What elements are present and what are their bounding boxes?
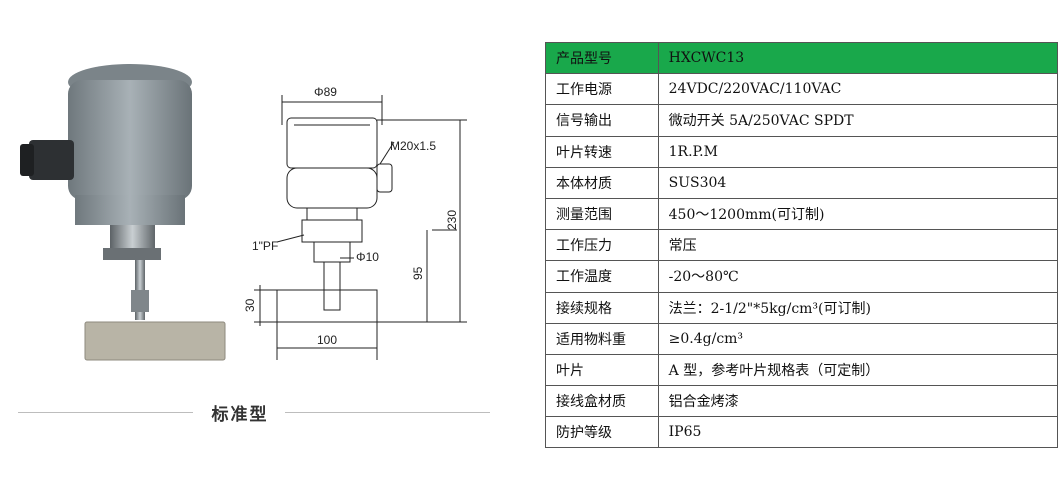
caption-divider-right xyxy=(285,412,490,413)
spec-key: 工作电源 xyxy=(545,73,659,106)
spec-row-speed: 叶片转速 1R.P.M xyxy=(545,135,1058,168)
spec-row-material: 本体材质 SUS304 xyxy=(545,166,1058,199)
spec-key: 测量范围 xyxy=(545,197,659,231)
product-illustration: Φ89 M20x1.5 230 1"PF Φ10 95 30 100 标准型 xyxy=(0,0,520,491)
caption-label: 标准型 xyxy=(211,405,269,425)
dim-height-label: 230 xyxy=(445,210,459,230)
spec-value: 铝合金烤漆 xyxy=(657,385,1058,418)
spec-value: 1R.P.M xyxy=(657,135,1058,168)
spec-row-connection: 接续规格 法兰：2-1/2"*5kg/cm³(可订制) xyxy=(545,291,1058,324)
dim-thread-label: M20x1.5 xyxy=(390,139,436,153)
spec-value: A 型，参考叶片规格表（可定制） xyxy=(657,353,1058,387)
spec-row-density: 适用物料重 ≥0.4g/cm³ xyxy=(545,322,1058,355)
dim-30-label: 30 xyxy=(243,298,257,312)
spec-value: ≥0.4g/cm³ xyxy=(657,322,1058,355)
spec-row-box-material: 接线盒材质 铝合金烤漆 xyxy=(545,385,1058,418)
spec-row-protection: 防护等级 IP65 xyxy=(545,416,1058,449)
spec-key: 叶片转速 xyxy=(545,135,659,168)
spec-value: SUS304 xyxy=(657,166,1058,199)
spec-value: 法兰：2-1/2"*5kg/cm³(可订制) xyxy=(657,291,1058,324)
spec-row-power: 工作电源 24VDC/220VAC/110VAC xyxy=(545,73,1058,106)
spec-key: 本体材质 xyxy=(545,166,659,199)
spec-value: 24VDC/220VAC/110VAC xyxy=(657,73,1058,106)
spec-key: 信号输出 xyxy=(545,104,659,137)
spec-key: 工作压力 xyxy=(545,229,659,262)
spec-key: 工作温度 xyxy=(545,260,659,293)
spec-key: 产品型号 xyxy=(545,41,659,75)
spec-value: HXCWC13 xyxy=(657,41,1058,75)
spec-key: 接续规格 xyxy=(545,291,659,324)
spec-row-temperature: 工作温度 -20～80℃ xyxy=(545,260,1058,293)
spec-key: 接线盒材质 xyxy=(545,385,659,418)
dim-shaft-label: Φ10 xyxy=(356,250,379,264)
spec-key: 叶片 xyxy=(545,353,659,387)
spec-value: -20～80℃ xyxy=(657,260,1058,293)
caption-divider-left xyxy=(18,412,193,413)
dim-100-label: 100 xyxy=(317,333,337,347)
product-photo xyxy=(20,64,226,361)
spec-value: 常压 xyxy=(657,229,1058,262)
spec-value: IP65 xyxy=(657,416,1058,449)
spec-row-model: 产品型号 HXCWC13 xyxy=(545,41,1058,75)
spec-row-output: 信号输出 微动开关 5A/250VAC SPDT xyxy=(545,104,1058,137)
technical-drawing: Φ89 M20x1.5 230 1"PF Φ10 95 30 100 xyxy=(243,85,467,360)
spec-row-blade: 叶片 A 型，参考叶片规格表（可定制） xyxy=(545,353,1058,387)
dim-width-label: Φ89 xyxy=(314,85,337,99)
dim-pipe-label: 1"PF xyxy=(252,239,278,253)
spec-row-range: 测量范围 450～1200mm(可订制) xyxy=(545,197,1058,231)
spec-key: 适用物料重 xyxy=(545,322,659,355)
spec-table: 产品型号 HXCWC13 工作电源 24VDC/220VAC/110VAC 信号… xyxy=(545,41,1058,449)
spec-value: 450～1200mm(可订制) xyxy=(657,197,1058,231)
spec-key: 防护等级 xyxy=(545,416,659,449)
spec-row-pressure: 工作压力 常压 xyxy=(545,229,1058,262)
dim-95-label: 95 xyxy=(411,266,425,280)
spec-value: 微动开关 5A/250VAC SPDT xyxy=(657,104,1058,137)
